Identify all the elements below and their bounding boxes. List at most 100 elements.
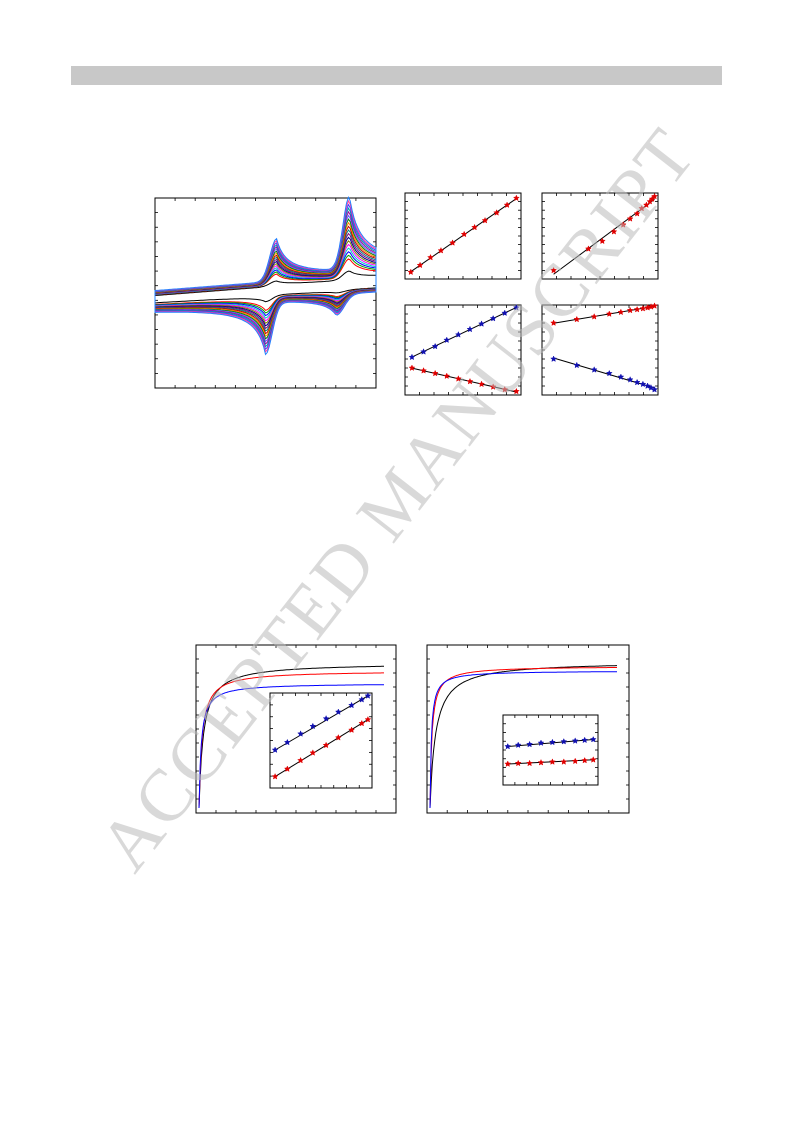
two-series-fit-a-point <box>478 380 486 388</box>
two-series-fit-a-point <box>501 309 509 317</box>
linear-fit-a <box>404 192 522 280</box>
two-series-fit-b-point <box>651 302 658 309</box>
kinetics-right-inset-fit-0 <box>507 739 594 747</box>
two-series-fit-a <box>404 304 522 396</box>
two-series-fit-a-point <box>454 375 462 382</box>
kinetics-left-inset-point <box>283 738 291 746</box>
kinetics-left-inset-point <box>297 756 305 764</box>
two-series-fit-b-point <box>573 361 581 369</box>
kinetics-left-inset-point <box>364 715 372 723</box>
two-series-fit-a-point <box>431 342 439 350</box>
two-series-fit-b-point <box>550 319 558 326</box>
two-series-fit-b-point <box>617 308 625 316</box>
kinetics-right-curve-blue <box>429 671 617 809</box>
kinetics-right-inset-point <box>504 742 512 750</box>
two-series-fit-b <box>541 302 659 396</box>
linear-fit-b-point <box>619 221 627 228</box>
kinetics-left-inset <box>269 692 373 789</box>
linear-fit-b-point <box>638 204 646 212</box>
kinetics-right-inset-point <box>526 759 534 767</box>
kinetics-left-inset-point <box>358 719 366 727</box>
two-series-fit-b-point <box>626 376 634 383</box>
kinetics-right-inset-point <box>514 741 522 749</box>
linear-fit-a-point <box>427 253 434 261</box>
kinetics-left-inset-point <box>297 730 305 737</box>
two-series-fit-b-point <box>626 306 634 314</box>
two-series-fit-a-point <box>420 348 428 355</box>
two-series-fit-a-point <box>466 325 474 333</box>
kinetics-right-inset-bg <box>503 715 598 785</box>
two-series-fit-a-fit-line-1 <box>411 367 517 393</box>
kinetics-right-inset-point <box>537 739 545 746</box>
kinetics-right-inset-point <box>514 759 522 767</box>
two-series-fit-b-fit-line-1 <box>553 357 655 389</box>
kinetics-left-inset-point <box>358 695 366 703</box>
two-series-fit-a-point <box>489 314 497 322</box>
linear-fit-a-point <box>437 246 445 254</box>
kinetics-right-inset-point <box>526 740 534 748</box>
kinetics-right-inset-point <box>548 738 556 746</box>
kinetics-left-curve-black <box>198 665 384 809</box>
linear-fit-b-point <box>550 266 558 274</box>
header-bar <box>71 66 722 85</box>
linear-fit-b-point <box>584 245 592 252</box>
two-series-fit-b-point <box>633 305 641 313</box>
linear-fit-b <box>541 192 659 280</box>
two-series-fit-b-point <box>605 369 613 377</box>
two-series-fit-a-point <box>443 372 451 380</box>
linear-fit-a-point <box>407 268 415 276</box>
two-series-fit-b-point <box>639 304 647 312</box>
kinetics-left-inset-point <box>309 722 317 730</box>
kinetics-left-inset-point <box>283 765 291 772</box>
kinetics-right-inset-point <box>537 758 545 766</box>
kinetics-left-inset-point <box>309 749 317 756</box>
two-series-fit-b-point <box>590 313 598 320</box>
kinetics-left-inset-point <box>334 708 342 715</box>
kinetics-right-inset-point <box>560 737 568 745</box>
two-series-fit-b-point <box>573 315 581 323</box>
two-series-fit-b-point <box>651 385 658 393</box>
two-series-fit-a-point <box>408 353 416 361</box>
linear-fit-a-point <box>481 216 489 224</box>
linear-fit-b-point <box>633 209 641 217</box>
kinetics-right-curve-black <box>429 665 617 809</box>
two-series-fit-b-point <box>617 373 625 380</box>
kinetics-left-inset-point <box>334 733 342 741</box>
two-series-fit-b-point <box>639 380 647 388</box>
linear-fit-a-point <box>416 261 424 269</box>
two-series-fit-a-point <box>501 385 509 393</box>
two-series-fit-b-point <box>633 378 641 386</box>
two-series-fit-a-point <box>512 387 520 395</box>
kinetics-right-inset-point <box>504 760 512 767</box>
kinetics-left-inset-point <box>364 692 372 699</box>
kinetics-left-curve-blue <box>198 684 384 809</box>
kinetics-left-inset-point <box>271 746 279 753</box>
kinetics-right-inset-point <box>560 758 568 765</box>
kinetics-left-inset-point <box>271 772 279 780</box>
linear-fit-b-point <box>598 237 606 245</box>
linear-fit-b-point <box>626 215 634 222</box>
linear-fit-b-point <box>651 192 658 200</box>
kinetics-left-inset-point <box>348 726 356 734</box>
kinetics-right-inset-point <box>589 735 597 743</box>
two-series-fit-a-point <box>478 320 486 327</box>
linear-fit-a-point <box>449 239 457 246</box>
two-series-fit-b-point <box>590 366 598 373</box>
linear-fit-a-point <box>512 194 520 202</box>
kinetics-left-curve-red <box>198 672 384 809</box>
kinetics-right-inset-point <box>589 756 597 763</box>
kinetics-left-inset-point <box>322 741 330 749</box>
linear-fit-a-point <box>503 201 511 208</box>
two-series-fit-a-point <box>443 336 451 344</box>
cv-voltammograms-series <box>154 195 377 356</box>
kinetics-right-inset-point <box>548 758 556 765</box>
two-series-fit-a-point <box>466 377 474 385</box>
two-series-fit-a-point <box>489 383 497 390</box>
kinetics-right-inset-point <box>581 756 589 764</box>
kinetics-right <box>426 644 630 814</box>
kinetics-right-inset-point <box>571 757 579 765</box>
kinetics-right-inset-point <box>571 737 579 744</box>
two-series-fit-a-point <box>408 364 416 371</box>
kinetics-left <box>195 644 397 814</box>
